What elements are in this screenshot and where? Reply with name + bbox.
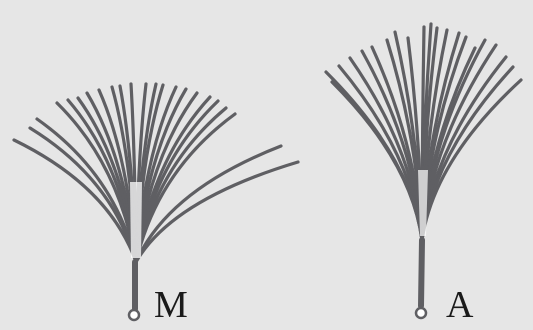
m-highlight [130,182,142,258]
label-a: A [446,286,473,324]
m-base-ring [129,310,139,320]
structure-a [326,24,521,318]
m-bristle [14,140,136,262]
a-base-ring [416,308,426,318]
label-m: M [154,286,188,324]
a-stalk [421,240,422,306]
